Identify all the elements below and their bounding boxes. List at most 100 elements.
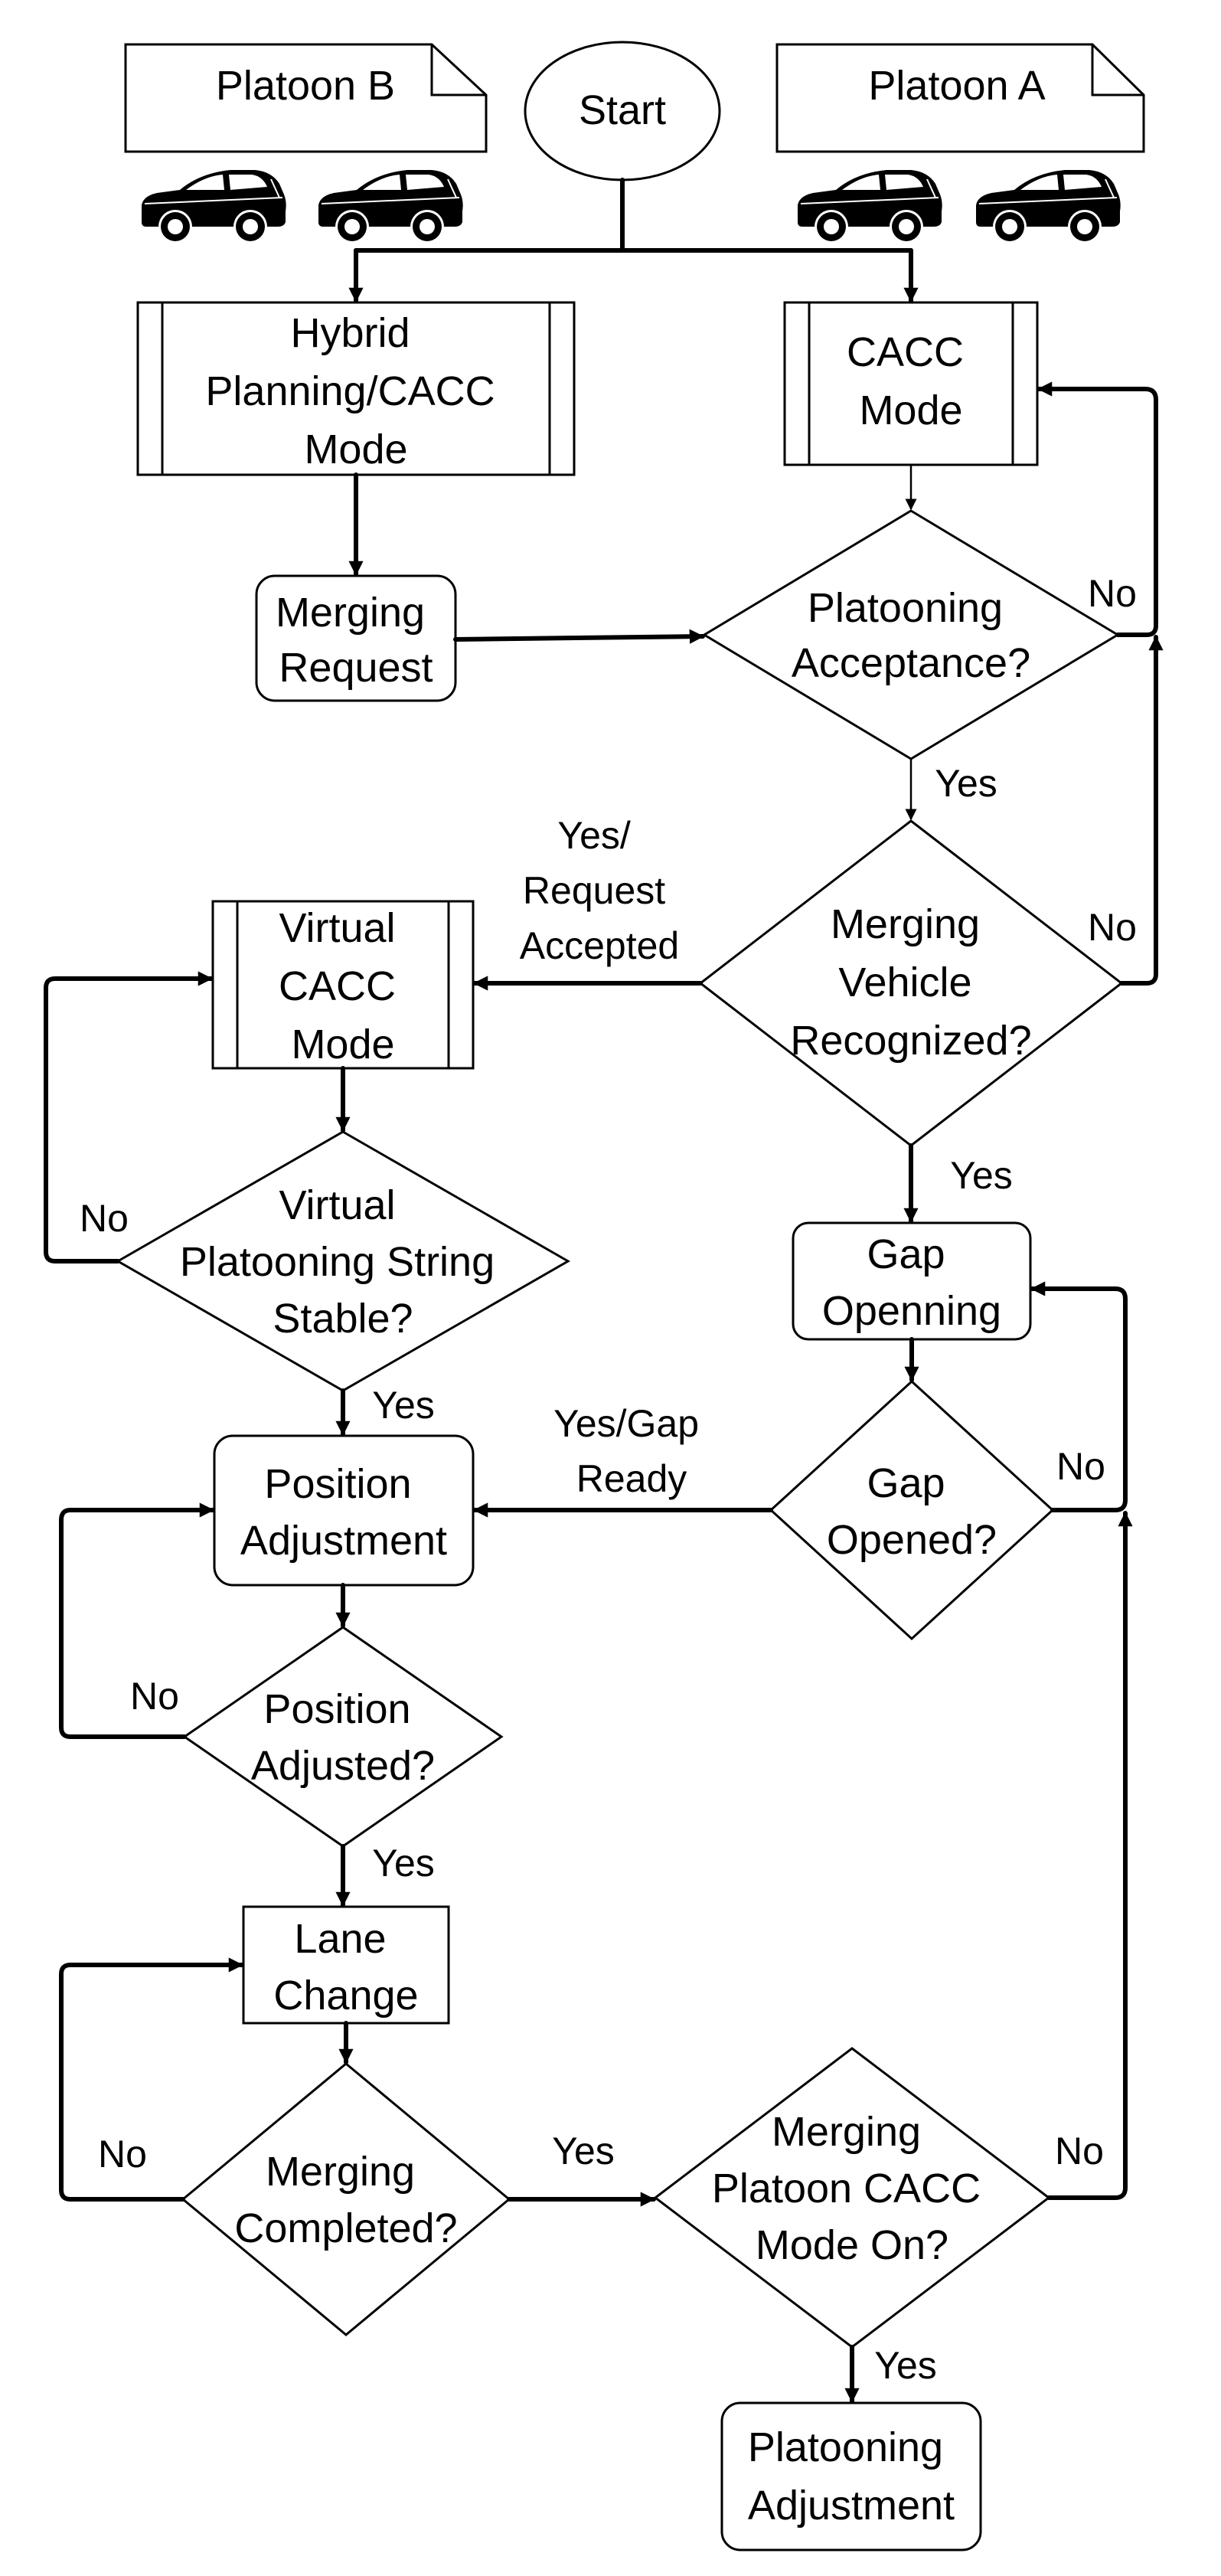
svg-text:Gap Openning: Gap Openning [822, 1231, 1001, 1334]
label-no-merging-completed: No [98, 2133, 147, 2176]
merging-request-line-1: Merging [276, 590, 425, 636]
recognized-line-3: Recognized? [790, 1018, 1031, 1064]
edge-request-to-acceptance [453, 629, 705, 644]
merging-completed-line-1: Merging [266, 2149, 415, 2195]
gap-opened-decision: Gap Opened? [769, 1379, 1055, 1641]
svg-text:Position Adjustment: Position Adjustment [240, 1461, 447, 1564]
svg-text:Hybrid Planning/CACC: Hybrid Planning/CACC Mode [205, 310, 506, 472]
label-no-position-adjusted: No [130, 1675, 179, 1718]
gap-openning-line-2: Openning [822, 1288, 1001, 1334]
platooning-adjustment: Platooning Adjustment [720, 2401, 982, 2551]
virtual-platooning-stable-decision: Virtual Platooning String Stable? [115, 1130, 571, 1392]
recognized-line-2: Vehicle [838, 959, 971, 1005]
car-icon [318, 169, 464, 242]
position-adjusted-decision: Position Adjusted? [182, 1626, 504, 1848]
svg-text:Yes/Gap Ready: Yes/Gap Ready [553, 1402, 710, 1500]
label-yes-recognized: Yes [950, 1154, 1013, 1197]
svg-text:Virtual Platooning Strin: Virtual Platooning String Stable? [180, 1182, 506, 1342]
label-no-acceptance: No [1088, 572, 1137, 615]
svg-text:Merging Request: Merging Request [276, 590, 436, 691]
svg-text:Yes/ Request Accepted: Yes/ Request Accepted [520, 814, 679, 967]
acceptance-line-1: Platooning [808, 585, 1003, 631]
position-adjustment: Position Adjustment [213, 1434, 475, 1587]
gap-openning-line-1: Gap [867, 1231, 945, 1277]
position-adjusted-line-1: Position [263, 1686, 410, 1732]
svg-text:CACC Mode: CACC Mode [847, 329, 975, 433]
platooning-adjustment-line-2: Adjustment [748, 2483, 955, 2529]
merging-completed-decision: Merging Completed? [181, 2062, 511, 2336]
position-adjustment-line-1: Position [264, 1461, 411, 1507]
label-request-accepted-1: Yes/ [557, 814, 631, 857]
svg-text:Merging Platoon CACC: Merging Platoon CACC Mode On? [712, 2109, 992, 2268]
label-yes-position-adjusted: Yes [372, 1842, 435, 1885]
car-icon [797, 169, 943, 242]
car-icon [975, 169, 1121, 242]
position-adjusted-line-2: Adjusted? [251, 1743, 435, 1789]
edge-acceptance-no [1037, 381, 1158, 637]
label-yes-merging-completed: Yes [552, 2130, 615, 2172]
lane-change: Lane Change [242, 1905, 450, 2025]
edge-recognized-no [1119, 635, 1164, 986]
edge-stable-no [44, 971, 214, 1263]
hybrid-planning-cacc-mode: Hybrid Planning/CACC Mode [136, 301, 576, 476]
gap-openning: Gap Openning [792, 1221, 1032, 1341]
start-terminal: Start [524, 41, 721, 181]
cacc-on-line-1: Merging [772, 2109, 921, 2155]
svg-text:Gap Opened?: Gap Opened? [827, 1460, 997, 1563]
virtual-stable-line-2: Platooning String [180, 1239, 495, 1285]
svg-text:Virtual CACC Mode: Virtual CACC Mode [279, 905, 407, 1067]
virtual-stable-line-3: Stable? [273, 1296, 413, 1342]
label-no-recognized: No [1088, 906, 1137, 949]
label-yes-cacc-on: Yes [874, 2344, 937, 2387]
svg-text:Position Adjusted?: Position Adjusted? [251, 1686, 435, 1789]
cacc-mode: CACC Mode [783, 301, 1039, 466]
merging-request: Merging Request [255, 574, 457, 702]
merging-platoon-cacc-on-decision: Merging Platoon CACC Mode On? [653, 2047, 1051, 2349]
position-adjustment-line-2: Adjustment [240, 1518, 447, 1564]
platoon-a-label: Platoon A [868, 63, 1045, 109]
cacc-on-line-2: Platoon CACC [712, 2166, 981, 2212]
svg-text:Platooning Acceptance?: Platooning Acceptance? [792, 585, 1030, 686]
platooning-adjustment-line-1: Platooning [748, 2424, 943, 2470]
lane-change-line-1: Lane [294, 1916, 386, 1962]
gap-opened-line-2: Opened? [827, 1517, 997, 1563]
label-no-cacc-on: No [1055, 2130, 1104, 2172]
merging-completed-line-2: Completed? [234, 2205, 457, 2251]
virtual-cacc-mode: Virtual CACC Mode [211, 900, 475, 1070]
label-request-accepted-2: Request [523, 869, 665, 912]
platooning-acceptance-decision: Platooning Acceptance? [702, 509, 1120, 760]
hybrid-line-2: Planning/CACC [205, 368, 495, 414]
gap-opened-line-1: Gap [867, 1460, 945, 1506]
merging-vehicle-recognized-decision: Merging Vehicle Recognized? [698, 819, 1124, 1147]
acceptance-line-2: Acceptance? [792, 640, 1030, 686]
label-request-accepted-3: Accepted [520, 924, 679, 967]
merging-request-line-2: Request [279, 645, 433, 691]
edge-completed-no [59, 1957, 244, 2202]
svg-text:Platooning Adjustment: Platooning Adjustment [748, 2424, 955, 2529]
edge-cacc-on-no [1046, 1511, 1133, 2200]
label-gap-ready-1: Yes/Gap [553, 1402, 699, 1445]
svg-text:Merging Completed?: Merging Completed? [234, 2149, 457, 2251]
start-label: Start [579, 87, 666, 133]
edge-adjusted-no [59, 1502, 215, 1739]
svg-text:Lane Change: Lane Change [273, 1916, 418, 2019]
label-gap-ready-2: Ready [576, 1457, 687, 1500]
platoon-b-label: Platoon B [216, 63, 395, 109]
virtual-stable-line-1: Virtual [279, 1182, 395, 1228]
cacc-line-2: Mode [859, 387, 962, 433]
virtual-cacc-line-3: Mode [291, 1022, 394, 1067]
hybrid-line-3: Mode [304, 427, 407, 472]
edge-gap-opened-no [1030, 1281, 1128, 1512]
label-no-virtual-stable: No [80, 1197, 129, 1240]
label-yes-acceptance: Yes [935, 762, 997, 805]
virtual-cacc-line-1: Virtual [279, 905, 395, 951]
label-yes-virtual-stable: Yes [372, 1384, 435, 1427]
recognized-line-1: Merging [831, 901, 980, 947]
svg-text:Merging Vehicle Re: Merging Vehicle Recognized? [790, 901, 1031, 1064]
edge-start-to-modes [354, 178, 913, 253]
car-icon [141, 169, 287, 242]
cacc-on-line-3: Mode On? [756, 2222, 948, 2268]
hybrid-line-1: Hybrid [290, 310, 410, 356]
platoon-b-document: Platoon B [124, 43, 488, 153]
